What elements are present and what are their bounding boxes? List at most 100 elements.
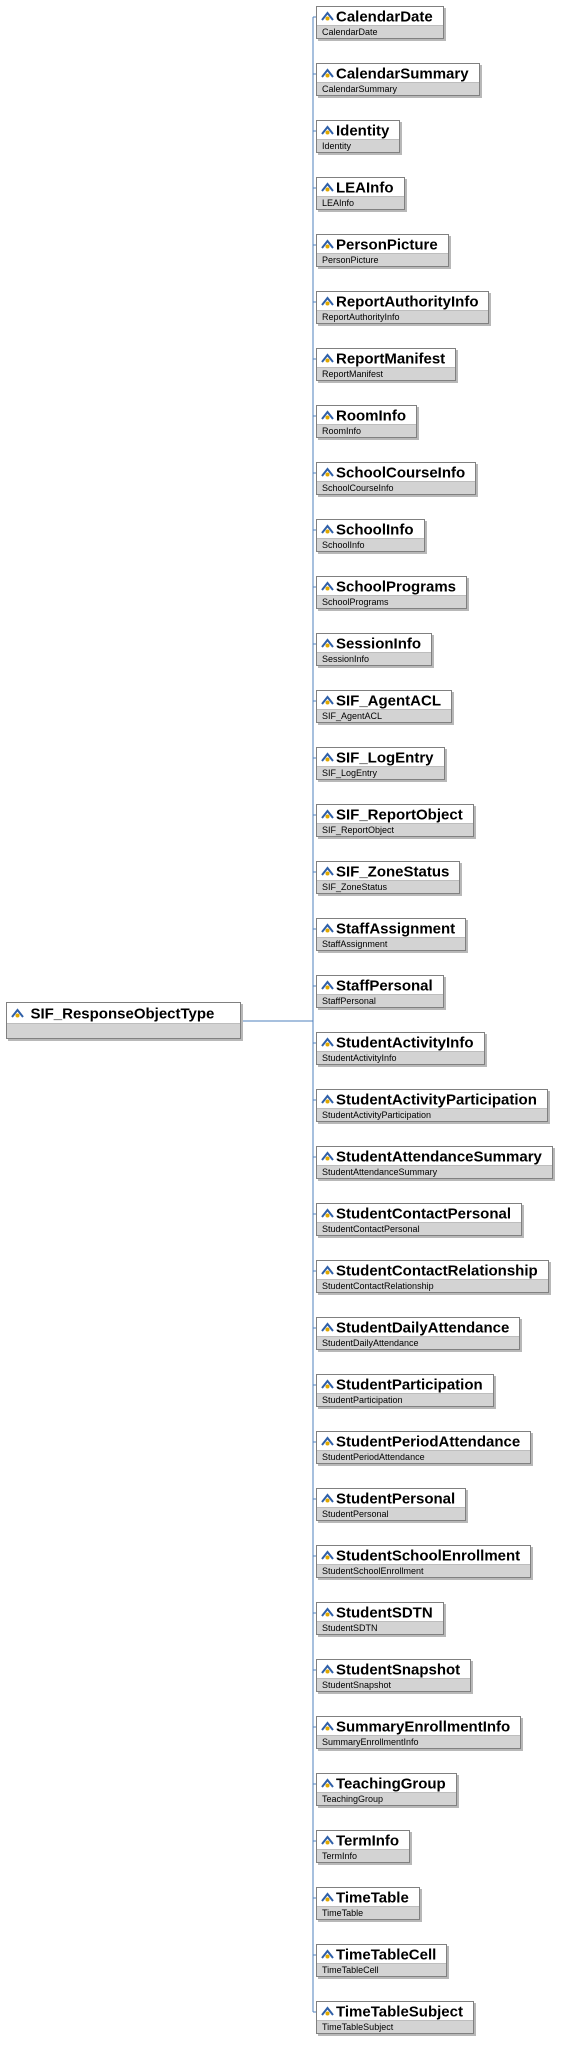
child-node-band: TermInfo: [317, 1849, 409, 1862]
child-node-name: PersonPicture: [336, 236, 438, 254]
child-node-subtitle: Identity: [322, 141, 352, 151]
child-node-name: StudentParticipation: [336, 1376, 483, 1394]
child-node-band: SessionInfo: [317, 652, 431, 665]
element-icon: [321, 695, 334, 705]
child-node-subtitle: SIF_LogEntry: [322, 768, 378, 778]
child-node-name: Identity: [336, 122, 390, 140]
element-icon: [321, 1721, 334, 1731]
child-node-header: StudentActivityParticipation: [317, 1090, 547, 1108]
child-node-header: SIF_ZoneStatus: [317, 862, 459, 880]
child-node-subtitle: SessionInfo: [322, 654, 370, 664]
element-icon: [321, 1664, 334, 1674]
element-icon: [321, 1208, 334, 1218]
child-node-subtitle: CalendarDate: [322, 27, 378, 37]
child-node-subtitle: StudentActivityInfo: [322, 1053, 397, 1063]
child-node-name: SIF_ZoneStatus: [336, 863, 450, 881]
child-node-header: StudentPeriodAttendance: [317, 1432, 530, 1450]
element-icon: [321, 1322, 334, 1332]
child-node-subtitle: LEAInfo: [322, 198, 355, 208]
child-node-subtitle: CalendarSummary: [322, 84, 398, 94]
child-node-subtitle: StudentActivityParticipation: [322, 1110, 432, 1120]
child-node-name: StudentAttendanceSummary: [336, 1148, 542, 1166]
child-node-band: TimeTableSubject: [317, 2020, 473, 2033]
child-node-band: TimeTable: [317, 1906, 419, 1919]
element-icon: [321, 467, 334, 477]
child-node-name: StudentSDTN: [336, 1604, 433, 1622]
element-icon: [321, 1493, 334, 1503]
child-node-name: SchoolPrograms: [336, 578, 457, 596]
child-node-subtitle: StudentParticipation: [322, 1395, 403, 1405]
child-node-subtitle: TimeTableSubject: [322, 2022, 394, 2032]
child-node-name: CalendarSummary: [336, 65, 469, 83]
child-node-band: StudentContactPersonal: [317, 1222, 521, 1235]
child-node-subtitle: StaffAssignment: [322, 939, 388, 949]
child-node-header: StaffAssignment: [317, 919, 465, 937]
element-icon: [321, 980, 334, 990]
child-node-subtitle: StaffPersonal: [322, 996, 376, 1006]
child-node-subtitle: StudentAttendanceSummary: [322, 1167, 438, 1177]
child-node-header: CalendarSummary: [317, 64, 479, 82]
child-node-name: SchoolCourseInfo: [336, 464, 466, 482]
child-node-subtitle: PersonPicture: [322, 255, 379, 265]
child-node-name: CalendarDate: [336, 8, 433, 26]
child-node-subtitle: StudentContactRelationship: [322, 1281, 434, 1291]
element-icon: [321, 1949, 334, 1959]
child-node-header: SessionInfo: [317, 634, 431, 652]
root-node-header: SIF_ResponseObjectType: [7, 1003, 240, 1023]
child-node-header: StudentActivityInfo: [317, 1033, 484, 1051]
child-node-band: ReportManifest: [317, 367, 455, 380]
element-icon: [321, 1778, 334, 1788]
child-node-band: ReportAuthorityInfo: [317, 310, 488, 323]
child-node-name: StudentSnapshot: [336, 1661, 461, 1679]
child-node-header: LEAInfo: [317, 178, 404, 196]
child-node-header: StudentDailyAttendance: [317, 1318, 519, 1336]
child-node-band: StudentActivityInfo: [317, 1051, 484, 1064]
child-node-name: ReportManifest: [336, 350, 446, 368]
child-node-band: StudentParticipation: [317, 1393, 493, 1406]
root-node[interactable]: SIF_ResponseObjectType: [6, 1002, 241, 1039]
element-icon: [321, 182, 334, 192]
child-node-band: Identity: [317, 139, 399, 152]
child-node-subtitle: StudentPeriodAttendance: [322, 1452, 425, 1462]
child-node-name: TimeTable: [336, 1889, 409, 1907]
child-node-header: SchoolPrograms: [317, 577, 466, 595]
child-node-subtitle: SchoolInfo: [322, 540, 365, 550]
child-node-subtitle: StudentContactPersonal: [322, 1224, 420, 1234]
